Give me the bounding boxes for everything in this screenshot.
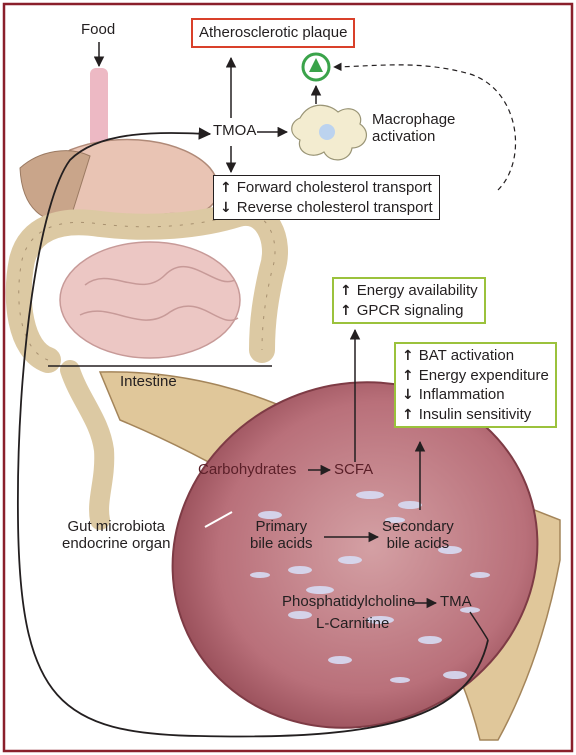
up-arrow-icon: ↑ [220, 180, 232, 196]
up-arrow-icon: ↑ [402, 348, 414, 364]
down-arrow-icon: ↓ [402, 387, 414, 403]
cholesterol-row: ↑Forward cholesterol transport [220, 178, 433, 198]
cholesterol-box: ↑Forward cholesterol transport ↓Reverse … [213, 175, 440, 220]
energy-box: ↑Energy availability ↑GPCR signaling [332, 277, 486, 324]
rectum [70, 370, 104, 520]
plaque-cell-icon [303, 54, 329, 80]
cholesterol-row: ↓Reverse cholesterol transport [220, 198, 433, 218]
gut-microbiota-label: Gut microbiota endocrine organ [62, 519, 170, 553]
tmoa-label: TMOA [213, 123, 256, 140]
macrophage-label: Macrophage activation [372, 112, 455, 146]
small-intestine [60, 242, 240, 358]
energy-row: ↑Energy availability [340, 281, 478, 301]
primary-bile-acids-label: Primary bile acids [250, 519, 313, 553]
plaque-box: Atherosclerotic plaque [191, 18, 355, 48]
up-arrow-icon: ↑ [402, 407, 414, 423]
bat-row: ↑BAT activation [402, 346, 549, 366]
intestine-label: Intestine [120, 374, 177, 391]
phosphatidylcholine-label: Phosphatidylcholine [282, 594, 415, 611]
scfa-label: SCFA [334, 462, 373, 479]
esophagus [90, 68, 108, 152]
bat-row: ↑Energy expenditure [402, 366, 549, 386]
up-arrow-icon: ↑ [340, 283, 352, 299]
secondary-bile-acids-label: Secondary bile acids [382, 519, 454, 553]
up-arrow-icon: ↑ [402, 368, 414, 384]
food-label: Food [81, 22, 115, 39]
tma-label: TMA [440, 594, 472, 611]
plaque-box-text: Atherosclerotic plaque [199, 24, 347, 41]
up-arrow-icon: ↑ [340, 303, 352, 319]
bat-box: ↑BAT activation ↑Energy expenditure ↓Inf… [394, 342, 557, 428]
energy-row: ↑GPCR signaling [340, 301, 478, 321]
carbohydrates-label: Carbohydrates [198, 462, 296, 479]
bat-row: ↓Inflammation [402, 385, 549, 405]
bat-row: ↑Insulin sensitivity [402, 405, 549, 425]
down-arrow-icon: ↓ [220, 200, 232, 216]
carnitine-label: L-Carnitine [316, 616, 389, 633]
